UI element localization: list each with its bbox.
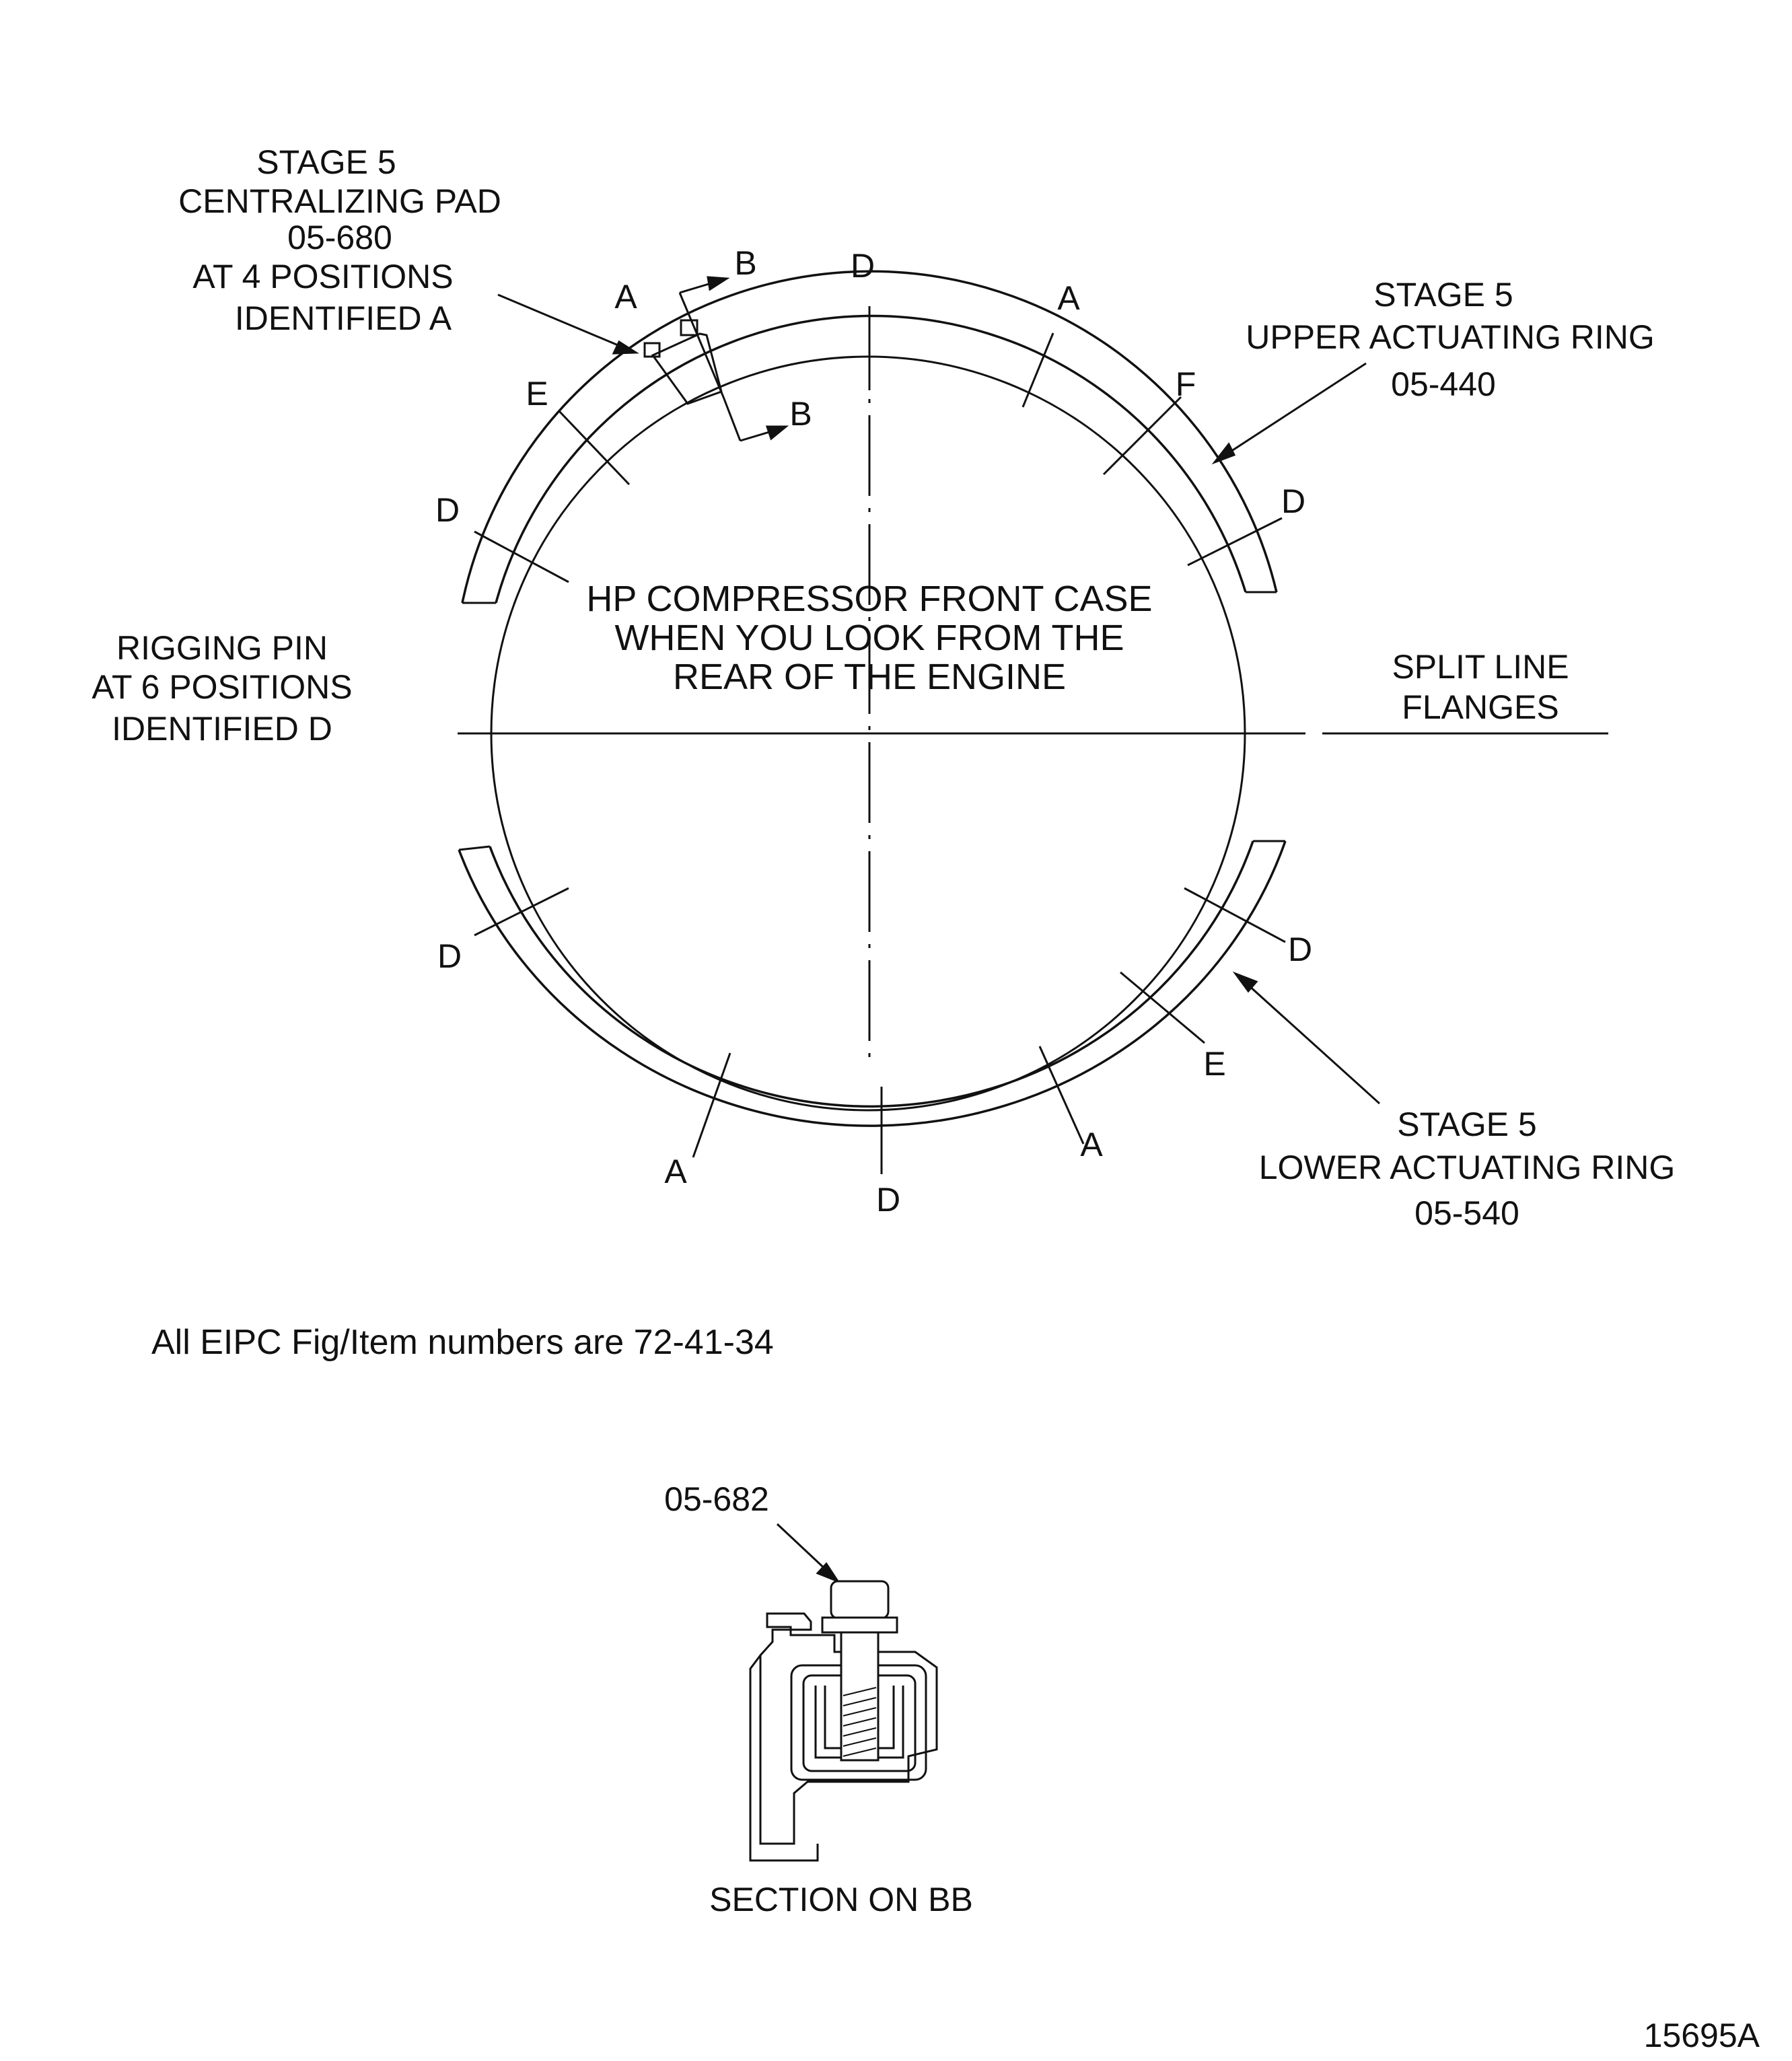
split-line-callout: SPLIT LINE FLANGES: [1392, 648, 1569, 726]
svg-text:E: E: [526, 375, 548, 412]
section-line-bb: [678, 292, 742, 441]
svg-text:D: D: [851, 247, 875, 285]
drawing-number: 15695A: [1644, 2017, 1760, 2054]
upper-ring-inner-arc: [495, 314, 1247, 604]
tick-e-upper-left: [557, 409, 631, 486]
tick-d-upper-right: [1187, 517, 1283, 567]
svg-text:D: D: [1281, 482, 1305, 520]
svg-text:D: D: [1288, 931, 1312, 968]
svg-text:STAGE 5: STAGE 5: [256, 143, 396, 181]
upper-ring-callout: STAGE 5 UPPER ACTUATING RING 05-440: [1246, 276, 1654, 403]
lower-ring-outer-arc: [458, 840, 1287, 1127]
centralizing-pad: [643, 319, 723, 405]
svg-text:A: A: [614, 278, 637, 316]
lower-ring-left-end: [458, 845, 491, 851]
tick-a-lower-left: [692, 1052, 731, 1158]
tick-d-upper-left: [474, 530, 569, 583]
svg-text:AT 4 POSITIONS: AT 4 POSITIONS: [192, 258, 453, 295]
svg-text:B: B: [734, 244, 756, 282]
rigging-pin-callout: RIGGING PIN AT 6 POSITIONS IDENTIFIED D: [92, 629, 352, 748]
tick-d-lower-right: [1184, 887, 1286, 943]
tick-f: [1102, 396, 1182, 476]
svg-text:A: A: [1080, 1126, 1103, 1163]
position-markers: A A D B B F E D D D D E A A D: [435, 244, 1312, 1219]
svg-text:D: D: [435, 491, 460, 529]
bolt-part-number: 05-682: [664, 1480, 769, 1518]
ring-assembly: [458, 270, 1608, 1174]
svg-text:E: E: [1203, 1045, 1225, 1083]
bolt-thread: [843, 1687, 877, 1757]
section-title: SECTION ON BB: [709, 1881, 973, 1918]
svg-text:A: A: [1057, 279, 1080, 317]
svg-text:STAGE 5: STAGE 5: [1397, 1106, 1536, 1143]
upper-ring-outer-arc: [461, 270, 1278, 604]
svg-text:IDENTIFIED A: IDENTIFIED A: [235, 299, 452, 337]
svg-text:FLANGES: FLANGES: [1402, 688, 1558, 726]
leader-arrows: [497, 276, 1381, 1584]
tick-a-lower-right: [1038, 1046, 1085, 1145]
svg-text:UPPER ACTUATING RING: UPPER ACTUATING RING: [1246, 318, 1654, 356]
lower-ring-callout: STAGE 5 LOWER ACTUATING RING 05-540: [1259, 1106, 1676, 1232]
svg-text:D: D: [876, 1181, 900, 1219]
case-caption: HP COMPRESSOR FRONT CASE WHEN YOU LOOK F…: [586, 579, 1152, 697]
tick-a-upper-right: [1022, 332, 1054, 408]
svg-text:SPLIT LINE: SPLIT LINE: [1392, 648, 1569, 686]
tick-d-lower-left: [474, 887, 569, 937]
svg-text:REAR OF THE ENGINE: REAR OF THE ENGINE: [673, 657, 1066, 697]
eipc-note: All EIPC Fig/Item numbers are 72-41-34: [151, 1323, 774, 1362]
svg-text:RIGGING PIN: RIGGING PIN: [116, 629, 328, 667]
svg-text:B: B: [789, 395, 812, 433]
svg-text:AT 6 POSITIONS: AT 6 POSITIONS: [92, 668, 352, 706]
tick-e-lower-right: [1120, 971, 1205, 1044]
section-bb-detail: [749, 1580, 938, 1862]
pad-callout: STAGE 5 CENTRALIZING PAD 05-680 AT 4 POS…: [178, 143, 501, 337]
svg-text:STAGE 5: STAGE 5: [1373, 276, 1513, 314]
svg-text:05-540: 05-540: [1414, 1194, 1519, 1232]
svg-text:A: A: [664, 1153, 687, 1190]
svg-text:CENTRALIZING PAD: CENTRALIZING PAD: [178, 182, 501, 220]
lower-ring-inner-arc: [489, 840, 1254, 1108]
svg-text:F: F: [1176, 365, 1196, 403]
svg-text:IDENTIFIED D: IDENTIFIED D: [112, 710, 332, 748]
svg-text:D: D: [437, 937, 462, 975]
svg-text:WHEN YOU LOOK FROM THE: WHEN YOU LOOK FROM THE: [614, 618, 1124, 658]
svg-text:HP COMPRESSOR FRONT CASE: HP COMPRESSOR FRONT CASE: [586, 579, 1152, 619]
svg-text:05-440: 05-440: [1391, 365, 1496, 403]
svg-text:05-680: 05-680: [287, 219, 392, 256]
svg-text:LOWER ACTUATING RING: LOWER ACTUATING RING: [1259, 1149, 1676, 1186]
